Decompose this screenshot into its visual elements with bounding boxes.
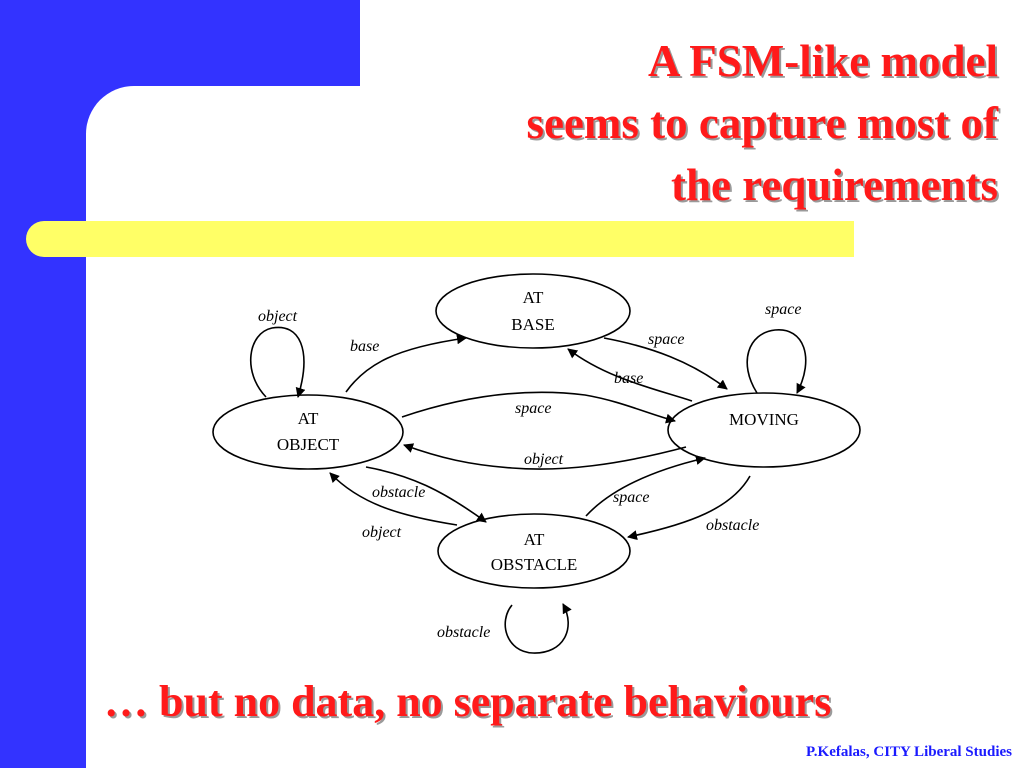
state-at-object-line-1: AT (298, 409, 319, 428)
state-moving-label: MOVING (729, 410, 799, 429)
state-at-object: AT OBJECT (212, 394, 404, 470)
edge-moving-to-object (403, 443, 687, 470)
edge-moving-self-loop (746, 329, 807, 394)
edge-moving-to-obstacle (627, 475, 751, 541)
edge-obstacle-to-moving (585, 455, 706, 517)
label-obstacle-self-loop: obstacle (437, 624, 490, 641)
state-at-obstacle-line-2: OBSTACLE (491, 555, 577, 574)
state-at-base: AT BASE (435, 273, 631, 349)
state-at-obstacle: AT OBSTACLE (437, 513, 631, 589)
slide-footer: P.Kefalas, CITY Liberal Studies (806, 744, 1012, 760)
label-object-to-obstacle: obstacle (372, 484, 425, 501)
state-at-object-line-2: OBJECT (277, 435, 340, 454)
edge-obstacle-self-loop (504, 603, 572, 654)
label-object-to-base: base (350, 338, 379, 355)
state-at-base-line-1: AT (523, 288, 544, 307)
title-line-3: the requirements (670, 160, 998, 210)
edge-object-to-base (345, 334, 467, 393)
title-line-1: A FSM-like model (648, 36, 998, 86)
slide-title: A FSM-like model seems to capture most o… (398, 30, 998, 216)
label-obstacle-to-object: object (362, 524, 402, 541)
edge-object-to-obstacle (365, 466, 487, 523)
state-moving: MOVING (667, 392, 861, 468)
label-obstacle-to-moving: space (613, 489, 649, 506)
edge-object-to-moving (401, 391, 676, 424)
title-line-2: seems to capture most of (526, 98, 998, 148)
yellow-divider-band (26, 221, 854, 257)
label-moving-to-base: base (614, 370, 643, 387)
state-at-base-line-2: BASE (511, 315, 554, 334)
blue-frame-left (0, 0, 86, 768)
label-moving-self-loop: space (765, 301, 801, 318)
edge-object-self-loop (250, 326, 306, 398)
label-object-to-moving: space (515, 400, 551, 417)
label-moving-to-obstacle: obstacle (706, 517, 759, 534)
edge-moving-to-base (567, 348, 693, 402)
label-object-self-loop: object (258, 308, 298, 325)
slide-subtitle: … but no data, no separate behaviours (104, 677, 832, 726)
edge-base-to-moving (603, 337, 728, 390)
label-moving-to-object: object (524, 451, 564, 468)
label-base-to-moving: space (648, 331, 684, 348)
edge-obstacle-to-object (329, 472, 458, 526)
state-at-obstacle-line-1: AT (524, 530, 545, 549)
